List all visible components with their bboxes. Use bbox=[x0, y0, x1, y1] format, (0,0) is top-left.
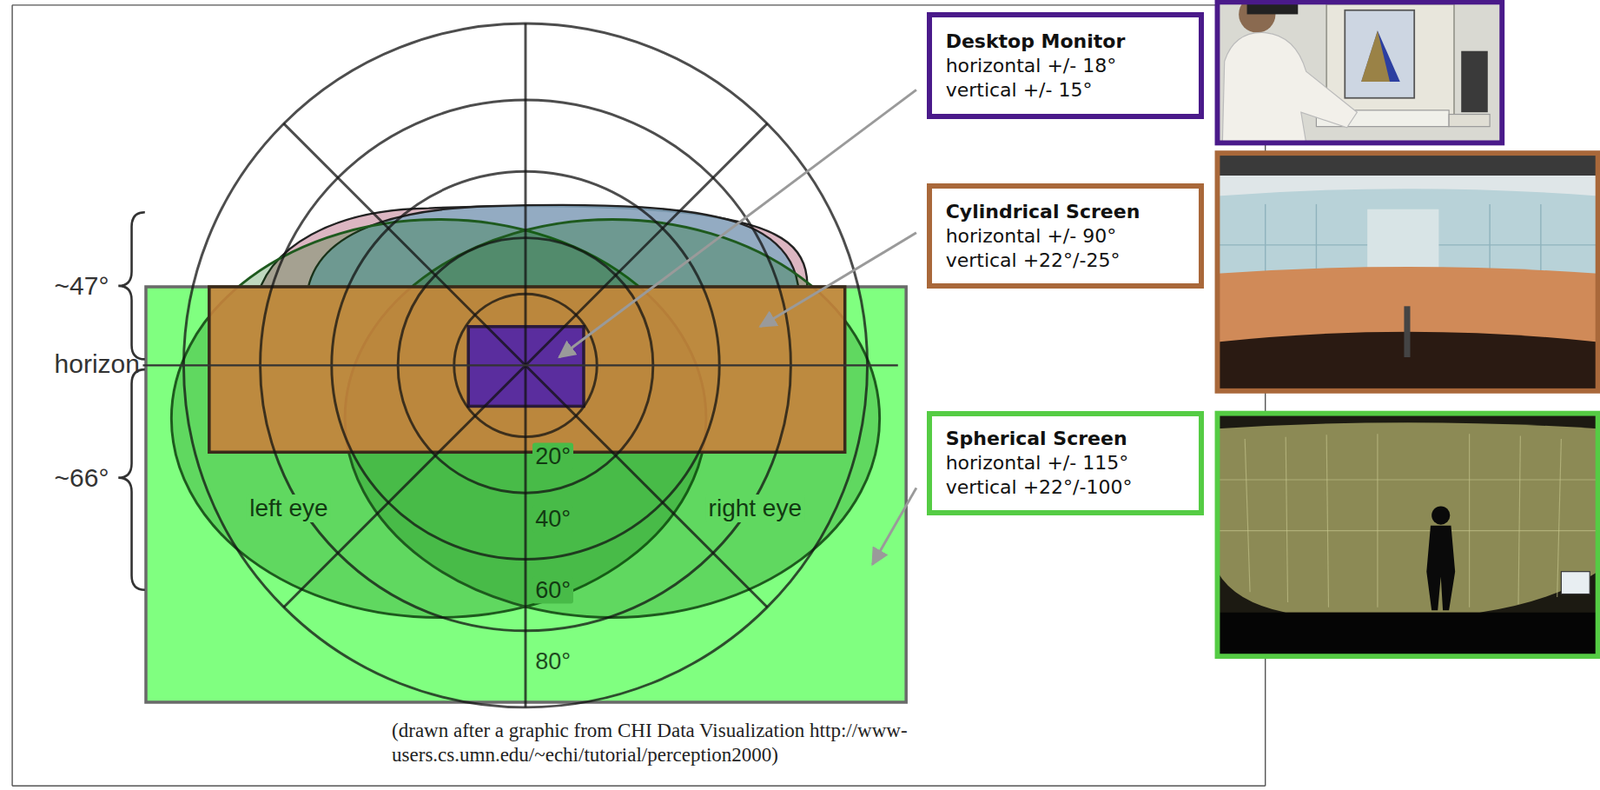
angle-range: horizontal +/- 90° bbox=[945, 224, 1186, 249]
angle-range: vertical +22°/-25° bbox=[945, 248, 1186, 273]
angle-bracket-label: ~66° bbox=[54, 462, 110, 493]
desktop-photo bbox=[1216, 0, 1502, 143]
eye-field-label: left eye bbox=[246, 494, 331, 523]
angle-range: horizontal +/- 18° bbox=[945, 53, 1186, 79]
eye-field-label: right eye bbox=[706, 494, 805, 523]
degree-ring-label: 80° bbox=[532, 647, 574, 675]
screen-info-box: Desktop Monitorhorizontal +/- 18°vertica… bbox=[926, 12, 1205, 120]
source-caption: (drawn after a graphic from CHI Data Vis… bbox=[391, 718, 1035, 767]
horizon-label: horizon bbox=[54, 349, 140, 379]
frame bbox=[12, 5, 1266, 786]
cylindrical-screen-area bbox=[209, 286, 846, 452]
horizon-line bbox=[142, 363, 898, 366]
screen-info-box: Spherical Screenhorizontal +/- 115°verti… bbox=[926, 410, 1205, 516]
box-heading: Desktop Monitor bbox=[945, 29, 1186, 54]
brace bbox=[118, 211, 146, 590]
leader-line bbox=[559, 89, 917, 564]
screen-info-box: Cylindrical Screenhorizontal +/- 90°vert… bbox=[926, 183, 1205, 289]
degree-ring-label: 60° bbox=[532, 576, 574, 604]
angle-range: vertical +/- 15° bbox=[945, 78, 1186, 103]
angle-range: horizontal +/- 115° bbox=[945, 450, 1186, 476]
box-heading: Cylindrical Screen bbox=[945, 199, 1186, 225]
angle-bracket-label: ~47° bbox=[54, 271, 110, 301]
degree-ring-label: 40° bbox=[532, 504, 574, 532]
degree-ring-label: 20° bbox=[532, 442, 574, 470]
box-heading: Spherical Screen bbox=[945, 426, 1186, 451]
spherical-photo bbox=[1216, 413, 1598, 657]
cylindrical-photo bbox=[1216, 152, 1598, 391]
angle-range: vertical +22°/-100° bbox=[945, 475, 1186, 500]
